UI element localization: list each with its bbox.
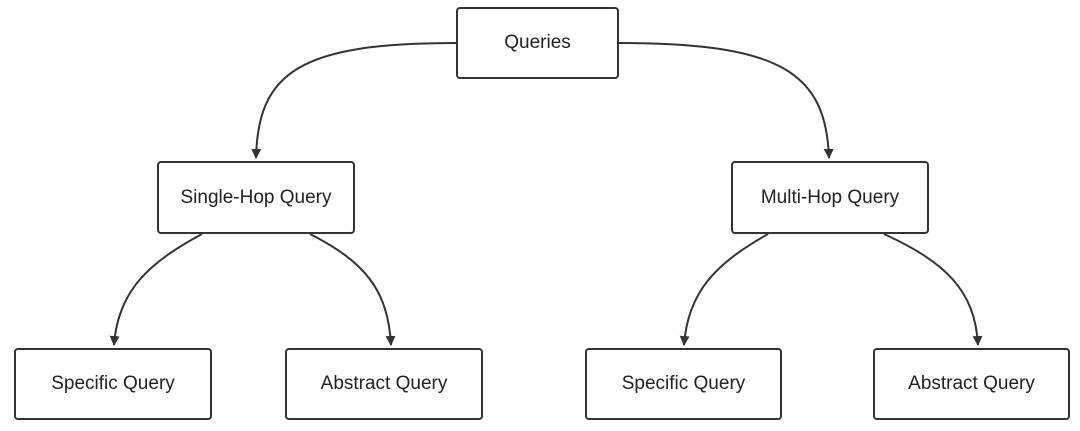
edge-queries-to-multi-hop <box>618 42 834 159</box>
node-multi-hop-specific-query-label: Specific Query <box>621 373 746 394</box>
node-multi-hop-specific-query: Specific Query <box>585 348 782 420</box>
node-queries: Queries <box>456 7 619 79</box>
node-multi-hop-abstract-query-label: Abstract Query <box>908 373 1035 394</box>
node-single-hop-query-label: Single-Hop Query <box>180 186 332 208</box>
edge-single-hop-to-abstract <box>309 233 396 346</box>
node-single-hop-specific-query: Specific Query <box>14 348 212 420</box>
edge-queries-to-single-hop <box>251 42 457 159</box>
node-multi-hop-query: Multi-Hop Query <box>731 161 929 234</box>
node-single-hop-query: Single-Hop Query <box>157 161 355 234</box>
node-single-hop-abstract-query: Abstract Query <box>285 348 483 420</box>
node-single-hop-specific-query-label: Specific Query <box>51 373 175 394</box>
edge-single-hop-to-specific <box>109 233 203 346</box>
node-multi-hop-query-label: Multi-Hop Query <box>760 186 900 208</box>
edge-multi-hop-to-abstract <box>883 233 983 346</box>
node-single-hop-abstract-query-label: Abstract Query <box>320 373 448 394</box>
node-queries-label: Queries <box>504 32 571 53</box>
node-multi-hop-abstract-query: Abstract Query <box>873 348 1070 420</box>
edge-multi-hop-to-specific <box>679 233 769 346</box>
